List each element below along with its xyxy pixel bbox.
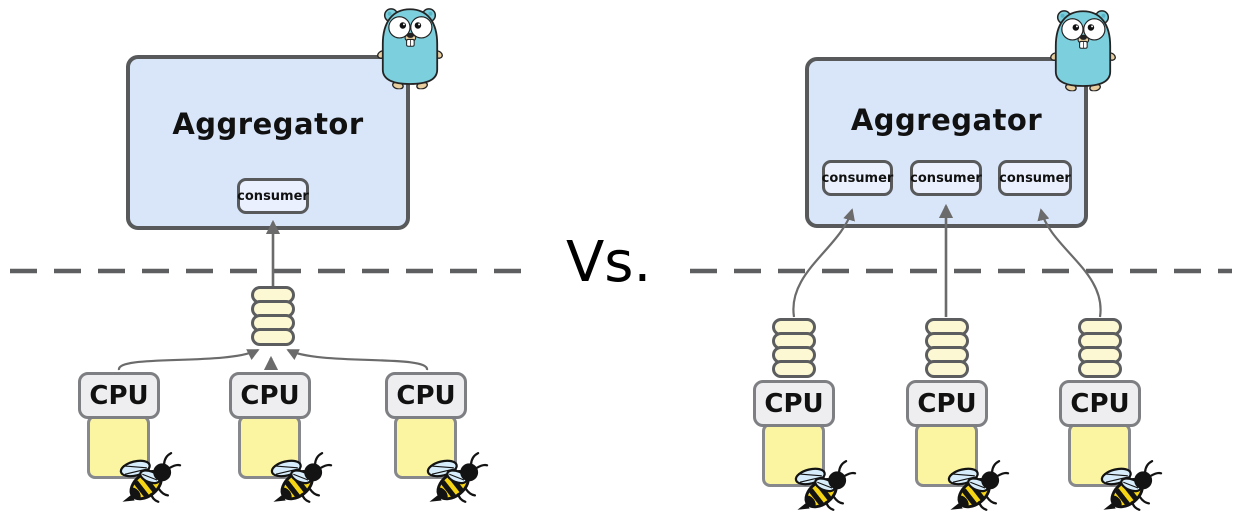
consumer-chip: consumer: [910, 160, 982, 196]
goroutine-block: [87, 415, 150, 479]
arrow-cpu1-to-queue: [117, 349, 260, 371]
cpu-box: CPU: [229, 372, 311, 419]
bee-icon: [946, 456, 1010, 520]
cpu-unit: CPU: [78, 372, 228, 522]
cpu-box: CPU: [753, 380, 835, 427]
consumer-chip: consumer: [822, 160, 893, 196]
bee-icon: [425, 448, 489, 512]
gopher-icon: [1049, 6, 1117, 92]
cpu-box: CPU: [385, 372, 467, 419]
queue-slot: [772, 360, 816, 378]
cpu-box: CPU: [906, 380, 988, 427]
aggregator-title: Aggregator: [172, 107, 364, 141]
channel-queue-stack: [251, 286, 295, 346]
aggregator-title: Aggregator: [850, 103, 1043, 137]
channel-queue-stack: [925, 318, 969, 378]
bee-icon: [1099, 456, 1163, 520]
gopher-icon: [376, 4, 444, 90]
consumer-chip: consumer: [237, 178, 309, 214]
cpu-box: CPU: [78, 372, 160, 419]
queue-slot: [1078, 360, 1122, 378]
arrow-queue1-to-consumer1: [792, 208, 855, 318]
cpu-unit: CPU: [753, 380, 903, 526]
arrow-queue3-to-consumer3: [1037, 208, 1102, 318]
vs-label: Vs.: [566, 230, 652, 295]
channel-queue-stack: [772, 318, 816, 378]
cpu-unit: CPU: [229, 372, 379, 522]
queue-slot: [925, 360, 969, 378]
cpu-unit: CPU: [906, 380, 1056, 526]
bee-icon: [793, 456, 857, 520]
channel-queue-stack: [1078, 318, 1122, 378]
queue-slot: [251, 328, 295, 346]
cpu-box: CPU: [1059, 380, 1141, 427]
arrow-cpu3-to-queue: [286, 349, 429, 371]
bee-icon: [269, 448, 333, 512]
cpu-unit: CPU: [1059, 380, 1209, 526]
consumer-chip: consumer: [998, 160, 1072, 196]
cpu-unit: CPU: [385, 372, 535, 522]
bee-icon: [118, 448, 182, 512]
